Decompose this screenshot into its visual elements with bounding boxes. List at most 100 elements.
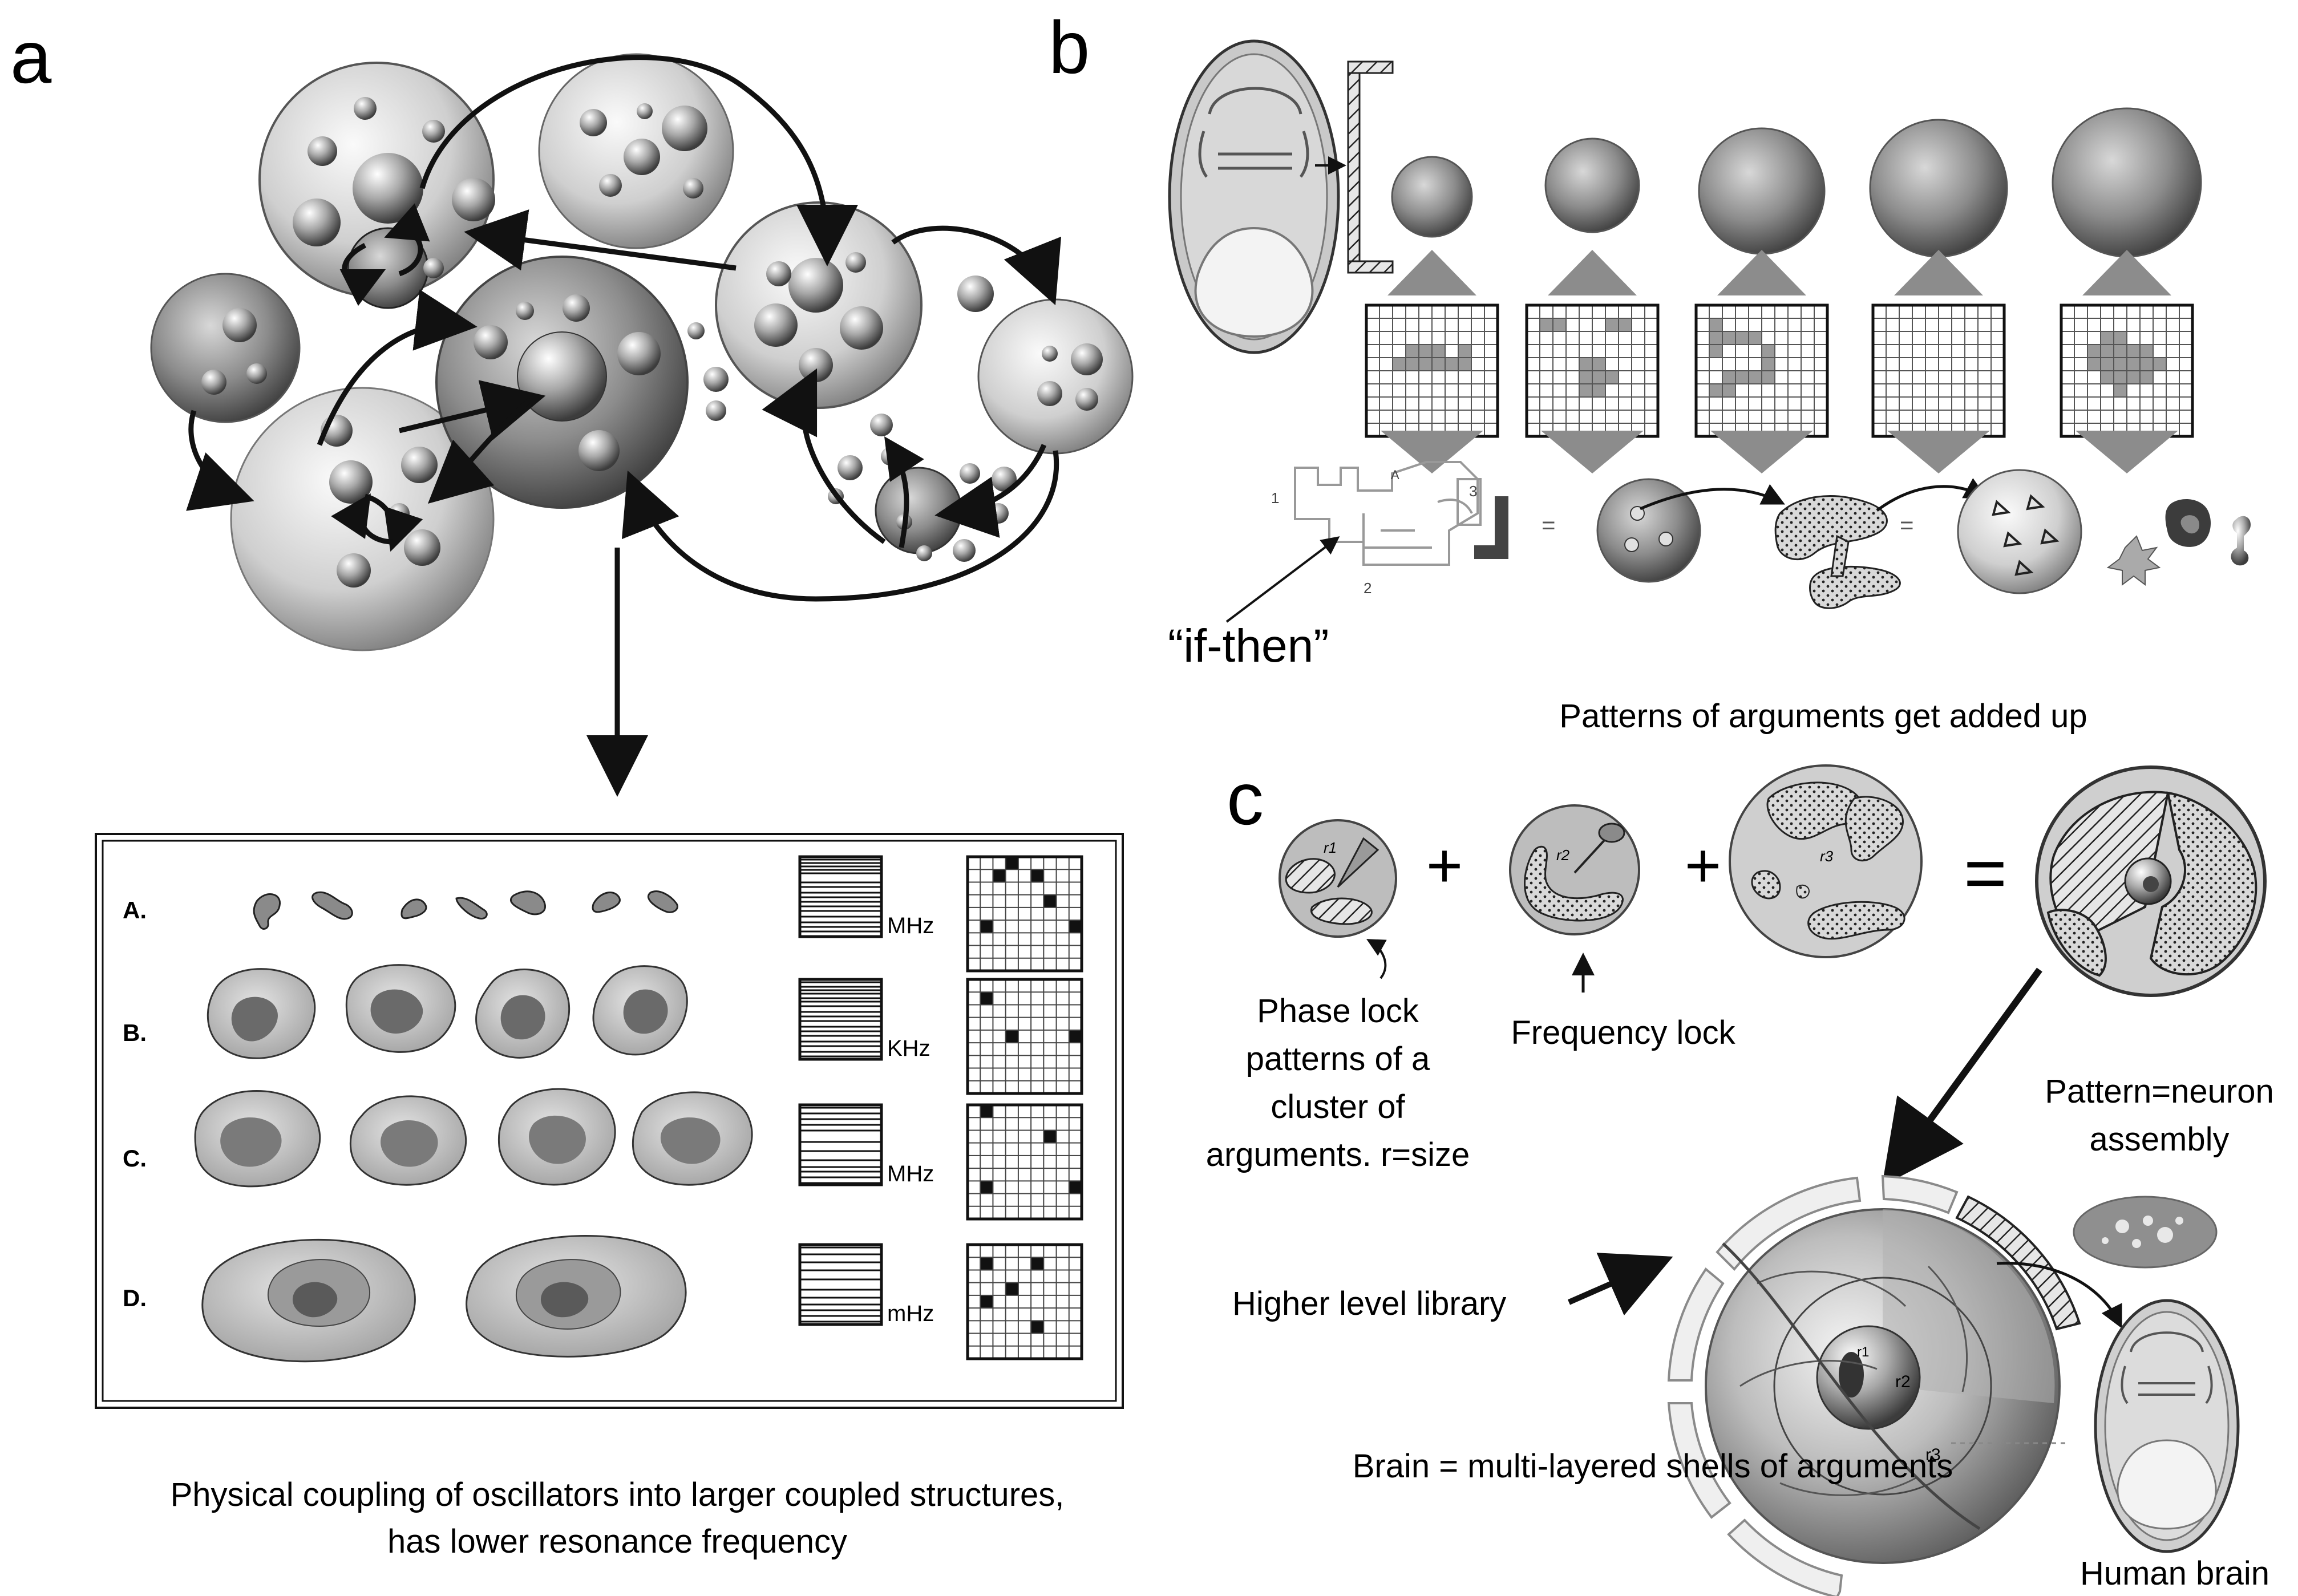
- shell-meridian: [1722, 1242, 1981, 1530]
- c-to-d-arrow: [1876, 478, 1988, 512]
- sphere-far-right: [977, 298, 1134, 455]
- frequency-unit: KHz: [887, 1036, 930, 1061]
- up-triangle: [2082, 250, 2171, 295]
- pattern-grid: [1365, 303, 1499, 438]
- shell-r2: r2: [1895, 1372, 1911, 1391]
- frequency-lock-r2: r2: [1556, 846, 1570, 864]
- panel-a: a: [10, 15, 1134, 1560]
- up-triangle: [1894, 250, 1983, 295]
- inner-bubbles-top-middle: [580, 103, 707, 199]
- sphere-d-icon: [1957, 469, 2082, 594]
- frequency-lock-sphere: r2: [1509, 804, 1640, 935]
- frequency-unit: mHz: [887, 1301, 934, 1326]
- if-then-machine-icon: [1294, 461, 1482, 566]
- panel-b-equals-2: =: [1900, 512, 1914, 538]
- small-cell-icon: [2073, 1196, 2218, 1269]
- argument-column: [1869, 119, 2008, 473]
- inner-bubbles-far-right: [1037, 343, 1103, 411]
- sphere-mid-small-5: [838, 455, 863, 480]
- inner-bubbles-right: [754, 252, 883, 382]
- frequency-bars: [798, 1103, 883, 1186]
- panel-a-caption-line2: has lower resonance frequency: [387, 1523, 847, 1560]
- row-label: A.: [123, 897, 147, 923]
- frequency-unit: MHz: [887, 1161, 934, 1186]
- down-triangle: [1710, 431, 1813, 473]
- cluster-r3: r3: [1820, 848, 1834, 865]
- panel-c-letter: c: [1227, 757, 1264, 840]
- higher-level-pointer: [1567, 1253, 1673, 1316]
- panel-a-caption-line1: Physical coupling of oscillators into la…: [171, 1476, 1065, 1513]
- argument-sphere: [1869, 119, 2008, 258]
- argument-sphere: [1391, 156, 1473, 238]
- frequency-bars: [798, 1243, 883, 1326]
- small-number-3: 3: [1469, 483, 1477, 500]
- phase-lock-line3: cluster of: [1271, 1088, 1405, 1125]
- argument-sphere: [1544, 137, 1640, 233]
- panel-b-equals-1: =: [1542, 512, 1556, 538]
- phase-lock-pointer: [1366, 939, 1387, 979]
- pattern-grid: [1694, 303, 1829, 438]
- pattern-label-line2: assembly: [2090, 1121, 2230, 1158]
- frequency-bars: [798, 855, 883, 938]
- shell-r1: r1: [1857, 1344, 1869, 1360]
- brain-caption: Brain = multi-layered shells of argument…: [1353, 1448, 1953, 1485]
- panel-b-caption: Patterns of arguments get added up: [1559, 698, 2087, 735]
- phase-lock-r1: r1: [1324, 839, 1337, 856]
- plus-1: +: [1426, 831, 1463, 901]
- activation-grid: [966, 978, 1083, 1095]
- panel-a-letter: a: [10, 15, 52, 99]
- row-label: C.: [123, 1145, 147, 1172]
- up-triangle: [1548, 250, 1637, 295]
- activation-grid: [966, 1103, 1083, 1221]
- shapes-row-b: [207, 964, 688, 1059]
- panel-b: b A B C D 1 2 3 =: [1049, 6, 2251, 735]
- argument-column: [1694, 127, 1829, 473]
- row-label: D.: [123, 1285, 147, 1311]
- assembly-sphere: [2035, 765, 2267, 997]
- plus-2: +: [1685, 831, 1721, 901]
- sphere-b-icon: [1596, 478, 1701, 583]
- oscillator-table: A. B. C. D.: [95, 833, 1124, 1409]
- if-then-label: “if-then”: [1168, 620, 1329, 672]
- phase-lock-line2: patterns of a: [1246, 1040, 1430, 1077]
- sphere-left-small: [150, 273, 301, 423]
- equals-c: =: [1964, 831, 2007, 914]
- phase-lock-line4: arguments. r=size: [1206, 1136, 1470, 1173]
- fragments-icon: [2106, 499, 2251, 586]
- sphere-mid-small-7: [960, 463, 980, 484]
- phase-lock-line1: Phase lock: [1257, 993, 1419, 1030]
- shell-r3: r3: [1925, 1445, 1941, 1464]
- argument-column: [1365, 156, 1499, 473]
- b-to-c-arrow: [1640, 484, 1785, 511]
- frequency-bars: [798, 978, 883, 1061]
- coupling-arrows: [186, 55, 1061, 797]
- sphere-mid-small-2: [703, 367, 729, 392]
- panel-c: c r1 + r2 + r3 =: [1206, 757, 2274, 1596]
- row-label: B.: [123, 1019, 147, 1046]
- small-number-2: 2: [1364, 580, 1371, 597]
- pattern-grid: [2060, 303, 2194, 438]
- if-then-pointer: [1225, 536, 1340, 623]
- argument-column: [2052, 107, 2202, 473]
- shell-contours: [1739, 1265, 1968, 1496]
- argument-column: [1525, 137, 1660, 473]
- shell-inner-r2: [1773, 1277, 1992, 1496]
- small-number-1: 1: [1271, 489, 1279, 507]
- activation-grid: [966, 1243, 1083, 1360]
- shapes-row-a: [253, 890, 678, 930]
- human-brain-icon: [2094, 1299, 2240, 1553]
- argument-sphere: [1698, 127, 1826, 255]
- up-triangle: [1387, 250, 1476, 295]
- pattern-grid: [1871, 303, 2006, 438]
- shell-inner-r1: [1816, 1325, 1921, 1430]
- pattern-grid: [1525, 303, 1660, 438]
- assembly-to-shell-arrow: [1882, 967, 2042, 1186]
- down-triangle: [1541, 431, 1644, 473]
- sphere-lower-right: [875, 467, 962, 554]
- dotted-blob-icons: [1774, 495, 1901, 609]
- panel-b-letter: b: [1049, 6, 1090, 89]
- down-triangle: [2076, 431, 2178, 473]
- cluster-sphere: r3: [1729, 764, 1923, 958]
- brain-outline-icon: [1168, 39, 1340, 354]
